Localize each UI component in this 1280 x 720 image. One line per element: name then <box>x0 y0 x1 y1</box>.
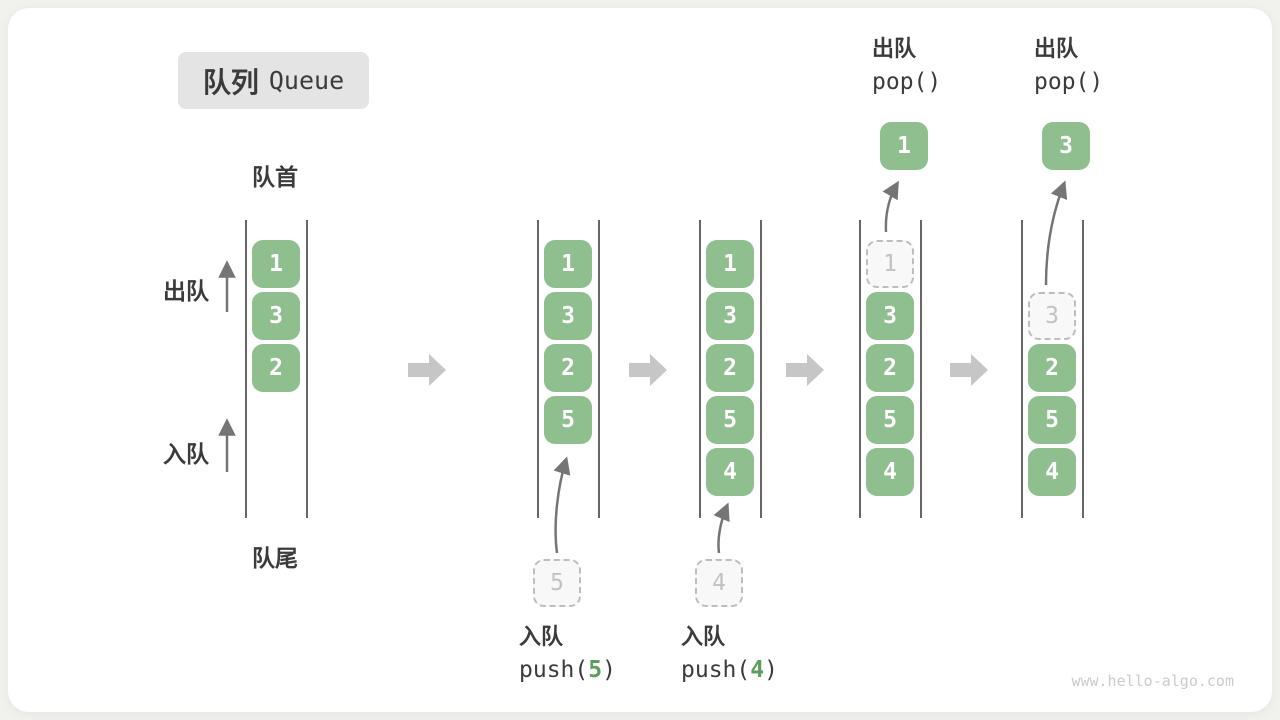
dequeued-cell-ghost: 1 <box>866 240 914 288</box>
queue-front-label: 队首 <box>252 164 298 190</box>
title-en: Queue <box>268 66 345 95</box>
enqueue-operation-zh: 入队 <box>681 624 726 649</box>
enqueue-arrow-icon <box>553 456 571 554</box>
queue-cell: 3 <box>866 292 914 340</box>
enqueue-operation-label: 入队 push(5) <box>519 626 616 682</box>
title-zh: 队列 <box>202 66 259 98</box>
queue-wall-left <box>859 220 861 518</box>
queue-wall-right <box>306 220 308 518</box>
dequeue-arrow-icon <box>882 180 899 233</box>
transition-arrow-icon <box>950 354 988 386</box>
dequeued-cell-ghost: 3 <box>1028 292 1076 340</box>
queue-cell: 4 <box>866 448 914 496</box>
queue-cell: 2 <box>866 344 914 392</box>
enqueue-arg: 5 <box>588 657 603 683</box>
figure-title: 队列 Queue <box>178 52 369 109</box>
queue-wall-left <box>699 220 701 518</box>
queue-cell: 2 <box>1028 344 1076 392</box>
enqueue-side-label: 入队 <box>163 441 209 467</box>
queue-cell: 4 <box>706 448 754 496</box>
queue-wall-left <box>245 220 247 518</box>
popped-cell: 1 <box>880 122 928 170</box>
dequeue-operation-label: 出队 pop() <box>1034 38 1103 94</box>
dequeue-arrow-icon <box>1044 180 1068 286</box>
queue-cell: 5 <box>1028 396 1076 444</box>
queue-wall-right <box>920 220 922 518</box>
enqueue-candidate-cell: 4 <box>695 559 743 607</box>
dequeue-operation-zh: 出队 <box>1034 36 1079 61</box>
queue-cell: 1 <box>252 240 300 288</box>
queue-wall-left <box>537 220 539 518</box>
queue-rear-label: 队尾 <box>252 545 298 571</box>
dequeue-side-label: 出队 <box>163 278 209 304</box>
dequeue-operation-code: pop() <box>872 69 942 95</box>
queue-wall-right <box>1082 220 1084 518</box>
queue-wall-left <box>1021 220 1023 518</box>
transition-arrow-icon <box>408 354 446 386</box>
queue-cell: 1 <box>706 240 754 288</box>
queue-wall-right <box>760 220 762 518</box>
enqueue-operation-label: 入队 push(4) <box>681 626 778 682</box>
queue-cell: 3 <box>252 292 300 340</box>
enqueue-candidate-cell: 5 <box>533 559 581 607</box>
dequeue-operation-label: 出队 pop() <box>872 38 941 94</box>
enqueue-arg: 4 <box>750 657 765 683</box>
enqueue-arrow-icon <box>713 502 730 554</box>
dequeue-operation-zh: 出队 <box>872 36 917 61</box>
queue-cell: 2 <box>252 344 300 392</box>
queue-cell: 5 <box>706 396 754 444</box>
enqueue-operation-code: push(5) <box>519 657 616 683</box>
enqueue-operation-zh: 入队 <box>519 624 564 649</box>
watermark: www.hello-algo.com <box>1071 672 1234 690</box>
dequeue-operation-code: pop() <box>1034 69 1104 95</box>
queue-cell: 2 <box>544 344 592 392</box>
queue-cell: 5 <box>544 396 592 444</box>
queue-wall-right <box>598 220 600 518</box>
queue-cell: 3 <box>706 292 754 340</box>
transition-arrow-icon <box>786 354 824 386</box>
queue-cell: 2 <box>706 344 754 392</box>
queue-cell: 3 <box>544 292 592 340</box>
transition-arrow-icon <box>629 354 667 386</box>
queue-cell: 1 <box>544 240 592 288</box>
enqueue-operation-code: push(4) <box>681 657 778 683</box>
figure-card: 队列 Queue 队首 队尾 出队 入队 <box>7 7 1273 713</box>
arrows-overlay <box>218 180 1068 554</box>
queue-cell: 5 <box>866 396 914 444</box>
popped-cell: 3 <box>1042 122 1090 170</box>
queue-cell: 4 <box>1028 448 1076 496</box>
